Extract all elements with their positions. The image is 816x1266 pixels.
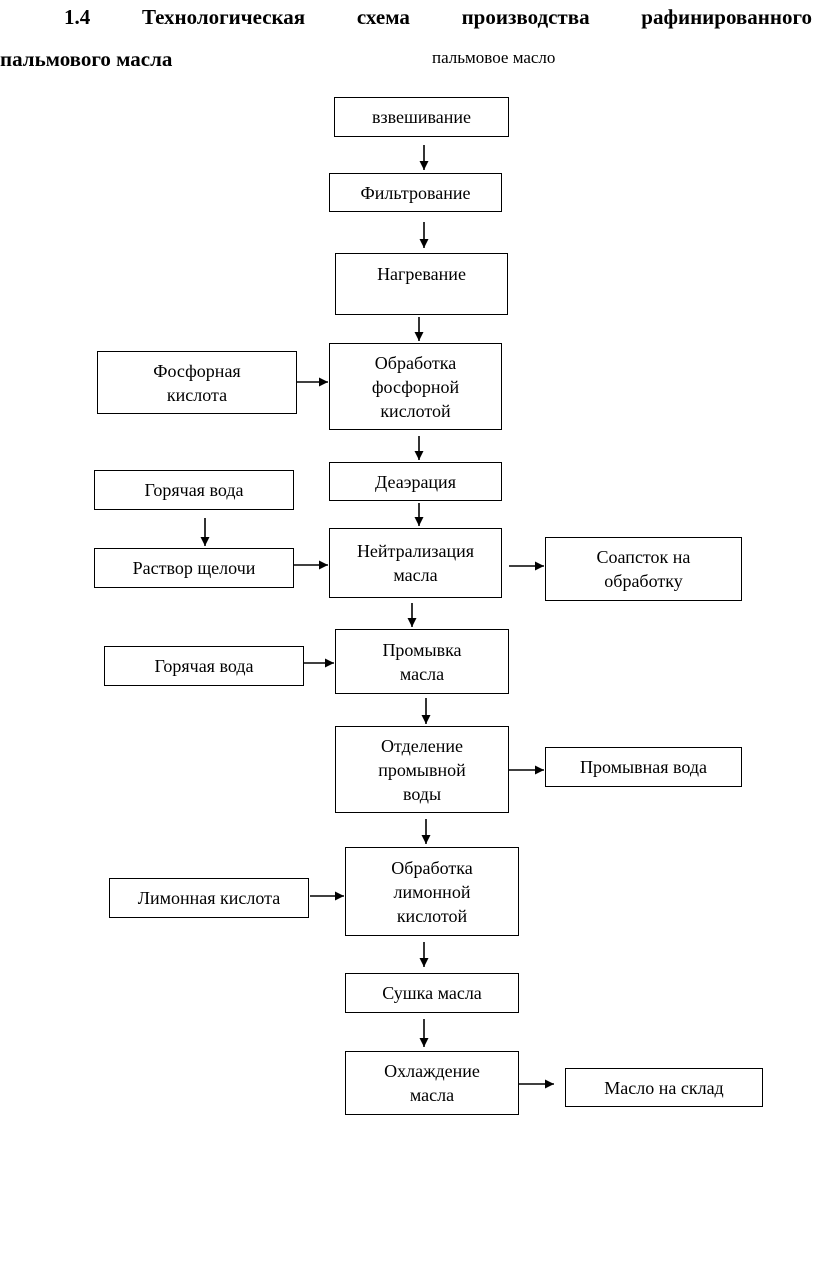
node-label: Горячая вода <box>144 480 244 500</box>
node-cooling: Охлаждение масла <box>345 1051 519 1115</box>
node-label: Нагревание <box>377 264 466 284</box>
node-heating: Нагревание <box>335 253 508 315</box>
node-label: Охлаждение масла <box>384 1061 480 1105</box>
node-label: Обработка лимонной кислотой <box>391 857 473 926</box>
node-label: Деаэрация <box>375 471 456 492</box>
node-citric-acid: Лимонная кислота <box>109 878 309 918</box>
node-to-storage: Масло на склад <box>565 1068 763 1107</box>
node-label: Масло на склад <box>604 1077 724 1098</box>
node-label: Сушка масла <box>382 983 482 1003</box>
heading-word: рафинированного <box>641 5 812 29</box>
node-label: Фильтрование <box>360 182 471 203</box>
node-label: Обработка фосфорной кислотой <box>371 352 460 421</box>
input-label: пальмовое масло <box>432 48 556 67</box>
heading-word: 1.4 <box>64 5 91 29</box>
node-hot-water-1: Горячая вода <box>94 470 294 510</box>
node-citric-treatment: Обработка лимонной кислотой <box>345 847 519 936</box>
node-washing: Промывка масла <box>335 629 509 694</box>
heading-word: производства <box>461 5 590 29</box>
node-neutralization: Нейтрализация масла <box>329 528 502 598</box>
node-filtering: Фильтрование <box>329 173 502 212</box>
node-deaeration: Деаэрация <box>329 462 502 501</box>
node-phosphoric-treatment: Обработка фосфорной кислотой <box>329 343 502 430</box>
node-wash-water-separation: Отделение промывной воды <box>335 726 509 813</box>
node-hot-water-2: Горячая вода <box>104 646 304 686</box>
heading-word: схема <box>356 5 410 29</box>
node-phosphoric-acid: Фосфорная кислота <box>97 351 297 414</box>
node-label: Лимонная кислота <box>137 888 281 908</box>
node-label: Раствор щелочи <box>132 558 256 578</box>
heading-line-2: пальмового масла <box>0 47 173 71</box>
node-label: Нейтрализация масла <box>356 541 475 585</box>
node-label: Соапсток на обработку <box>596 547 691 591</box>
heading-line-1: 1.4 Технологическая схема производства р… <box>64 4 812 30</box>
node-alkali-solution: Раствор щелочи <box>94 548 294 588</box>
node-label: Фосфорная кислота <box>153 360 241 405</box>
node-label: Отделение промывной воды <box>378 735 466 804</box>
node-label: Промывка масла <box>382 639 462 684</box>
node-label: Горячая вода <box>154 656 254 676</box>
node-drying: Сушка масла <box>345 973 519 1013</box>
node-weighing: взвешивание <box>334 97 509 137</box>
node-soapstock: Соапсток на обработку <box>545 537 742 601</box>
node-label: Промывная вода <box>579 757 708 777</box>
heading-word: Технологическая <box>141 5 306 29</box>
node-wash-water: Промывная вода <box>545 747 742 787</box>
node-label: взвешивание <box>372 107 471 127</box>
